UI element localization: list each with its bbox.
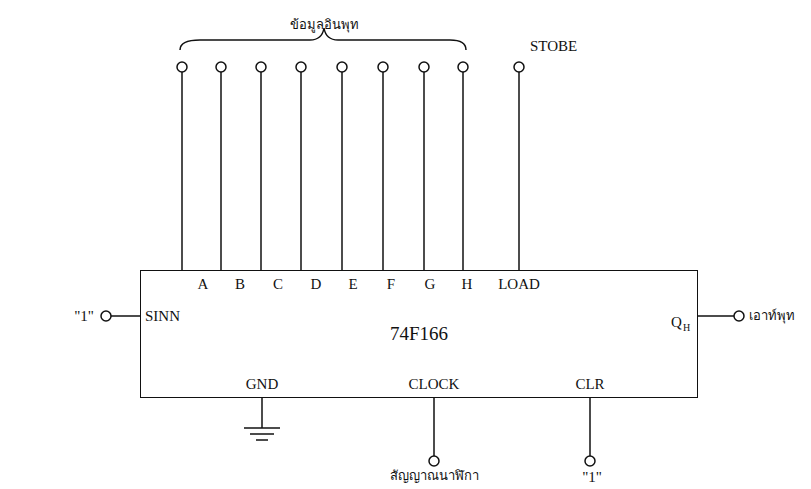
pin-name: G — [425, 276, 436, 293]
signal-name: STOBE — [530, 38, 577, 55]
pin-name: A — [198, 276, 209, 293]
pin-name: E — [348, 276, 357, 293]
pin-name: GND — [246, 376, 279, 393]
pin-name: CLOCK — [409, 376, 460, 393]
pin-subscript: H — [683, 322, 690, 333]
pin-name: D — [311, 276, 322, 293]
pin-name: CLR — [575, 376, 604, 393]
pin-name: F — [387, 276, 395, 293]
pin-name: B — [235, 276, 245, 293]
logic-level: "1" — [74, 308, 94, 325]
pin-name: C — [273, 276, 283, 293]
signal-name: สัญญาณนาฬิกา — [390, 469, 479, 483]
logic-level: "1" — [582, 469, 602, 486]
signal-name: เอาท์พุท — [749, 309, 795, 323]
pin-name: LOAD — [498, 276, 540, 293]
pin-name: Q — [671, 314, 682, 331]
pin-name: H — [462, 276, 473, 293]
terminal — [101, 62, 744, 466]
group-label: ข้อมูลอินพุท — [290, 18, 359, 32]
chip-name: 74F166 — [390, 323, 448, 345]
pin-name: SINN — [145, 308, 180, 325]
